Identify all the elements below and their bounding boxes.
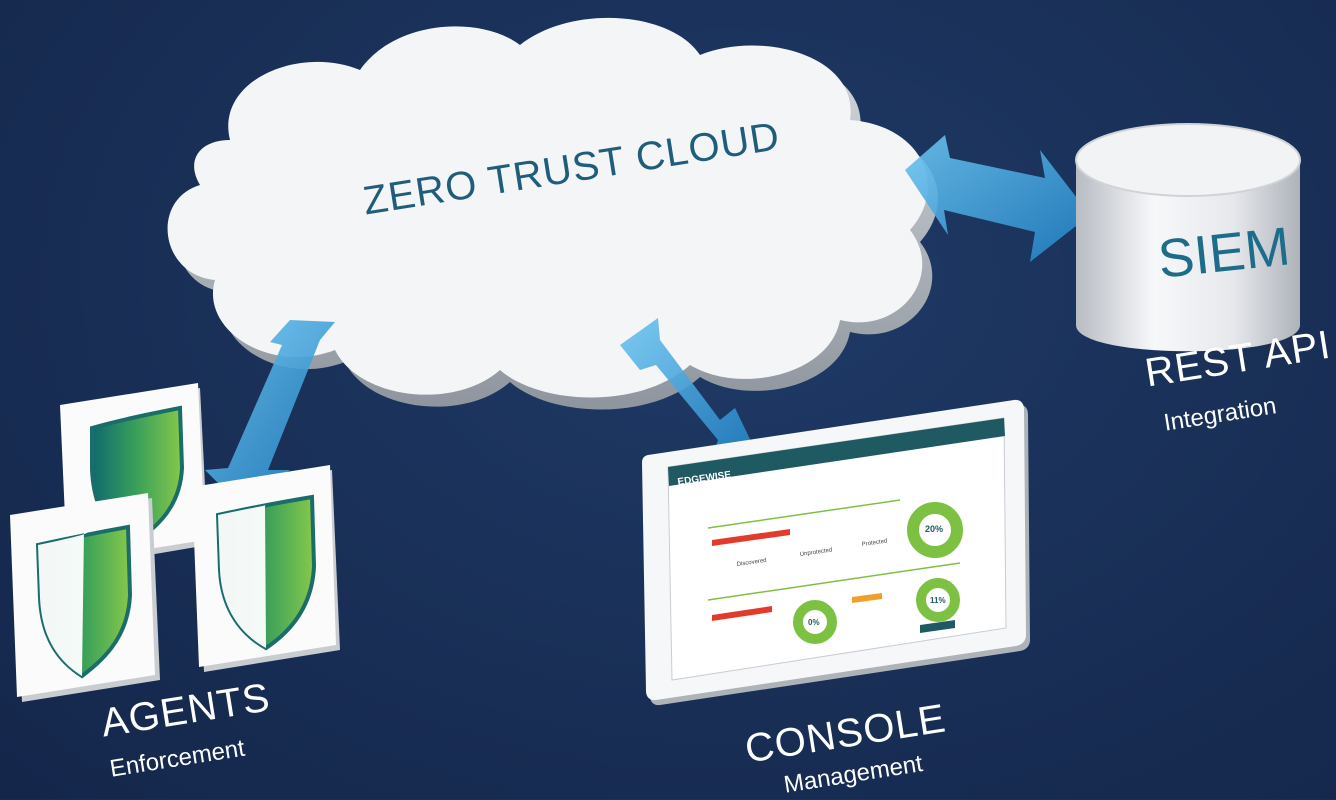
arrow-cloud-console xyxy=(620,318,760,460)
console-gauge-1: 20% xyxy=(925,524,943,534)
agent-shield-2 xyxy=(10,493,160,702)
console-stat-unprotected: Unprotected xyxy=(799,547,832,557)
cloud-shape xyxy=(167,17,938,410)
console-stat-discovered: Discovered xyxy=(736,558,767,568)
console-gauge-3: 11% xyxy=(930,596,946,605)
agent-shield-3 xyxy=(192,465,340,672)
console-tablet: EDGEWISE 20% 0% 11% Discovered Unprotect… xyxy=(642,399,1030,706)
siem-cylinder xyxy=(1075,123,1301,352)
arrow-cloud-agents xyxy=(205,320,335,505)
console-stat-protected: Protected xyxy=(861,538,887,548)
arrow-cloud-siem xyxy=(905,135,1090,262)
console-gauge-2: 0% xyxy=(808,618,820,627)
